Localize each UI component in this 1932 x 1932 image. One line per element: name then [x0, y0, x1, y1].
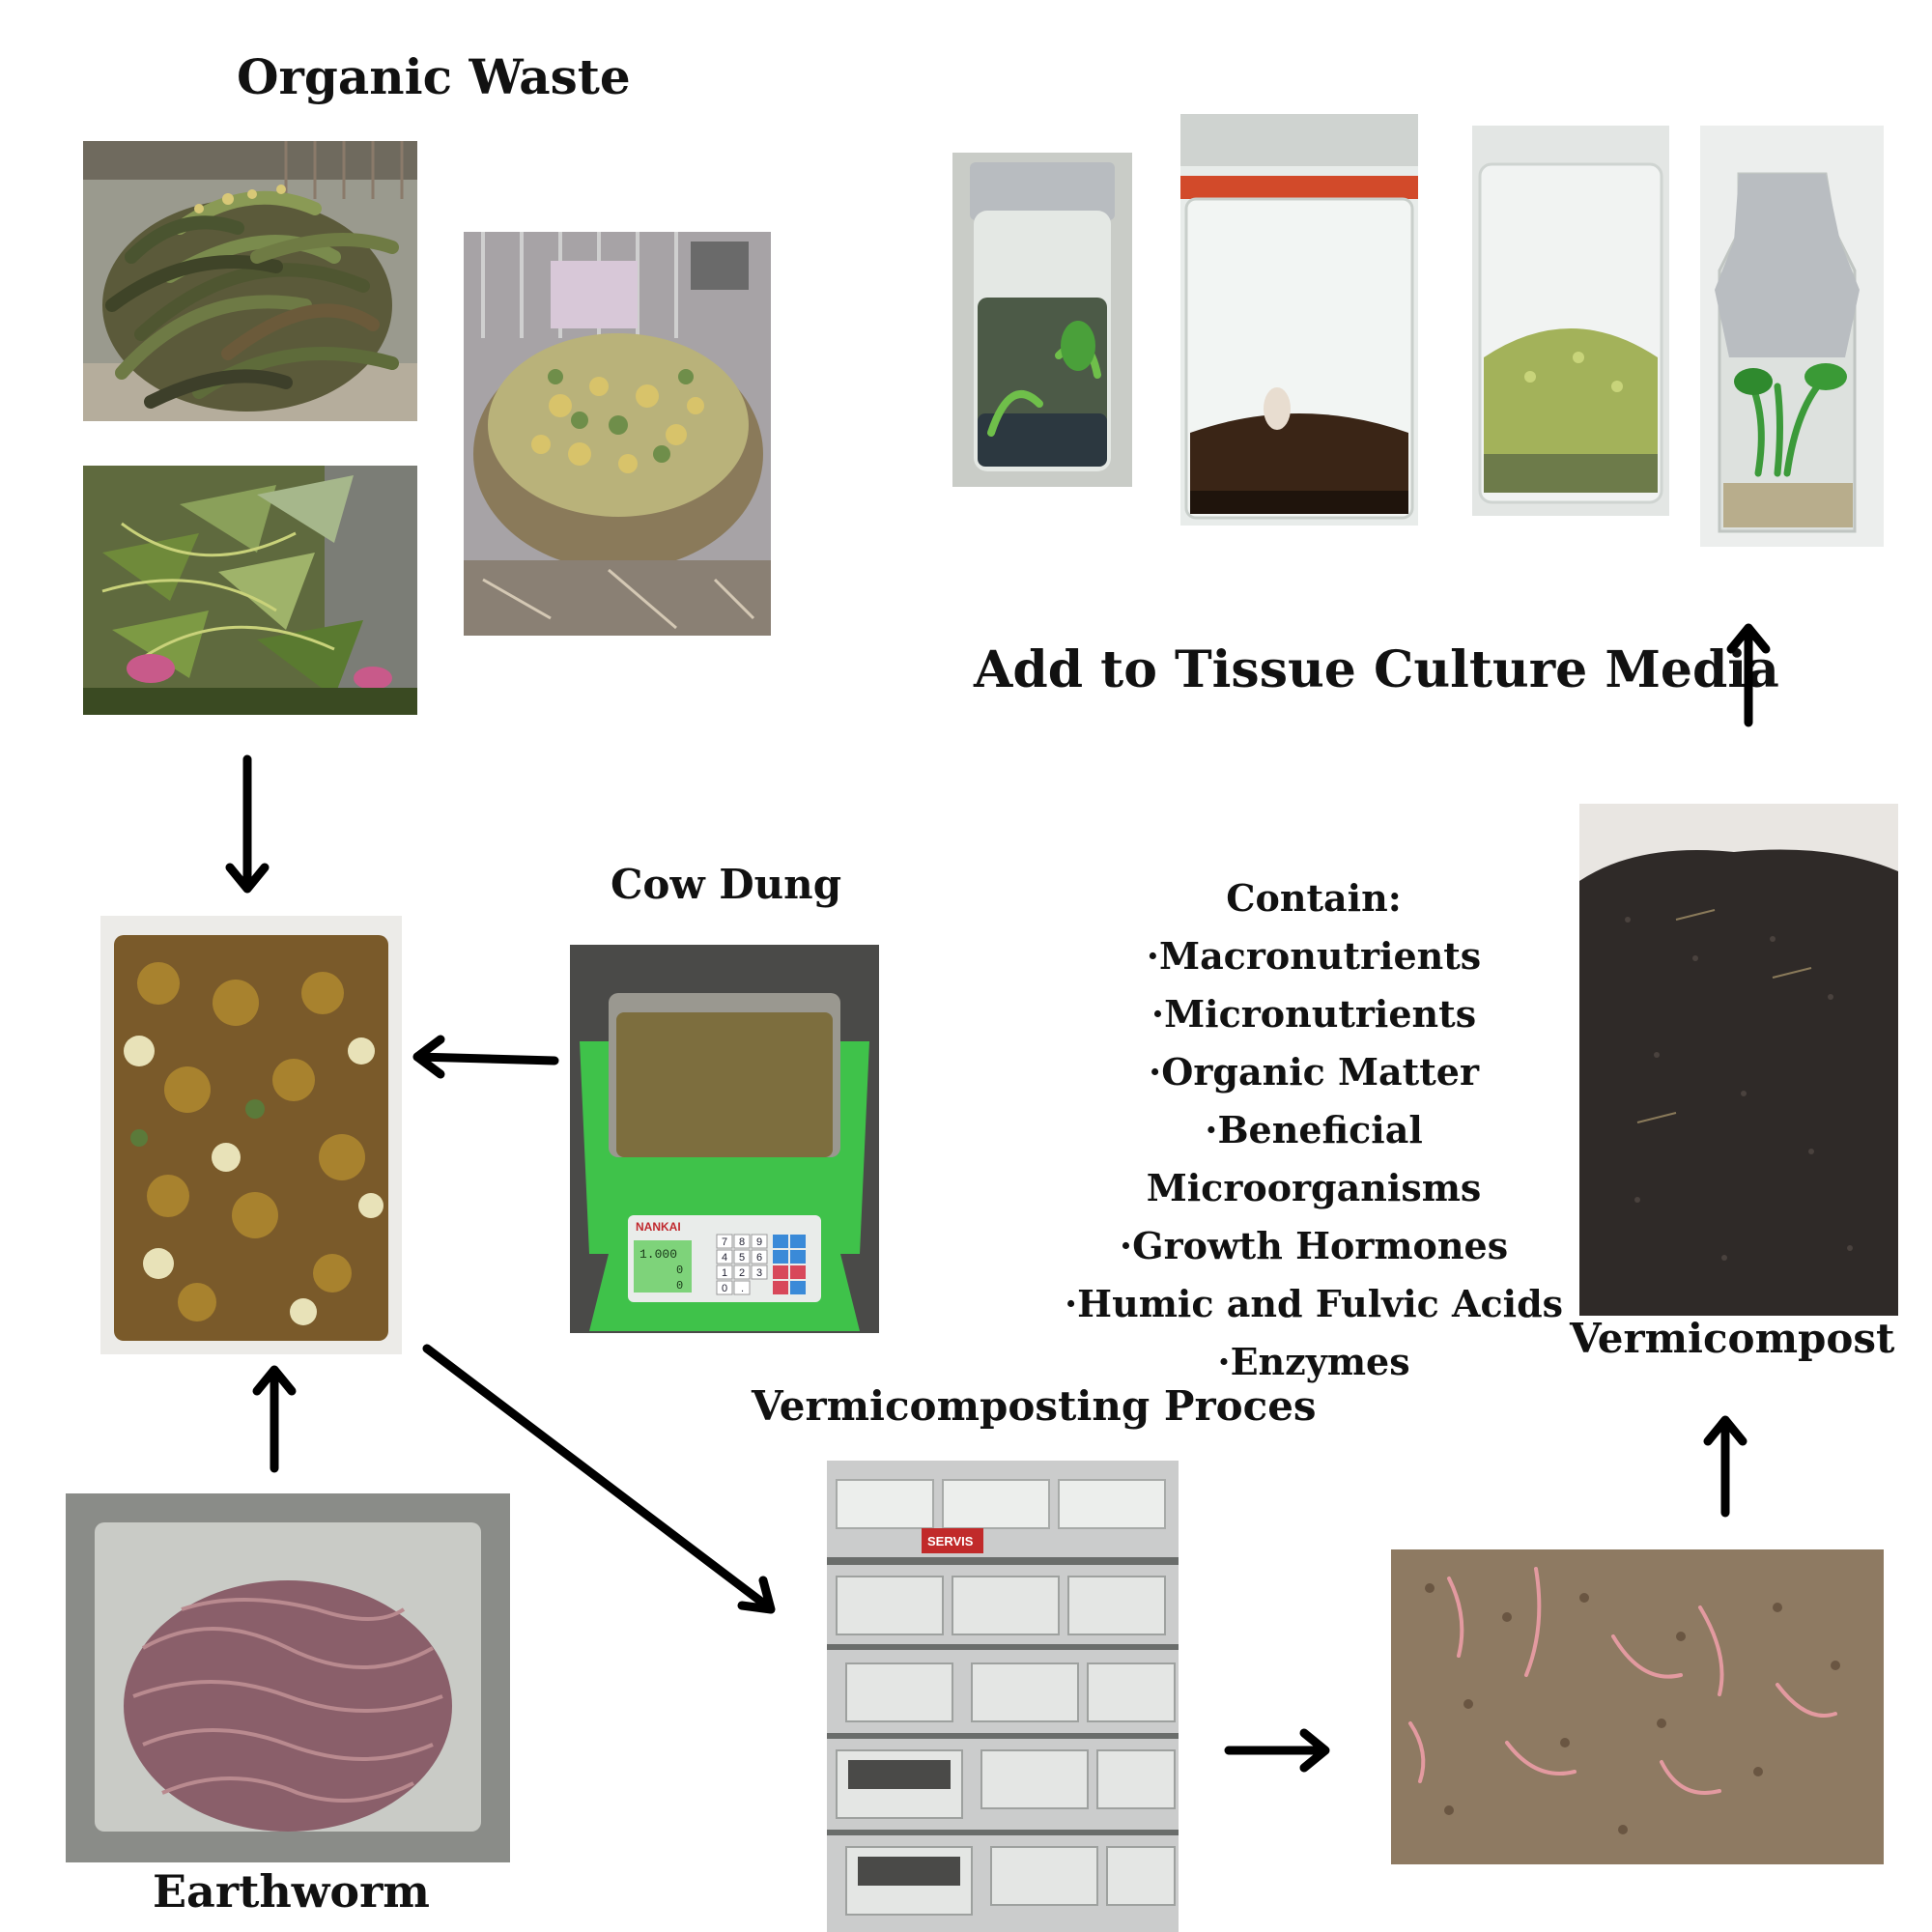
scale-key: 5: [739, 1252, 745, 1264]
culture-jar-1-photo: [952, 153, 1132, 487]
culture-bottle-4-photo: [1700, 126, 1884, 547]
scale-key: 0: [722, 1283, 727, 1294]
nutrient-item: Humic and Fulvic Acids: [1043, 1275, 1584, 1333]
scale-weight: 1.000: [639, 1247, 677, 1262]
nutrient-item: Macronutrients: [1043, 927, 1584, 985]
scale-key: 3: [756, 1267, 762, 1279]
tray-sign: SERVIS: [927, 1534, 974, 1548]
scale-key: 8: [739, 1236, 745, 1248]
vegetable-peels-photo: [464, 232, 771, 636]
worms-in-compost-photo: [1391, 1549, 1884, 1864]
scale-key: 1: [722, 1267, 727, 1279]
arrow-up-vermicompost: [1703, 1415, 1747, 1518]
scale-key: 6: [756, 1252, 762, 1264]
scale-key: 7: [722, 1236, 727, 1248]
tissue-culture-label: Add to Tissue Culture Media: [974, 640, 1779, 699]
nutrient-item: Organic Matter: [1043, 1043, 1584, 1101]
scale-key: .: [741, 1283, 744, 1294]
nutrient-heading: Contain:: [1226, 876, 1402, 920]
culture-jar-3-photo: [1472, 126, 1669, 516]
arrow-down-organic-waste: [225, 754, 270, 894]
scale-key: 4: [722, 1252, 727, 1264]
arrow-right-process: [1224, 1728, 1330, 1773]
organic-waste-label: Organic Waste: [237, 48, 631, 105]
earthworm-label: Earthworm: [153, 1865, 430, 1918]
scale-total: 0: [676, 1279, 683, 1293]
arrow-up-tissue-culture: [1726, 623, 1771, 727]
vermicompost-photo: [1579, 804, 1898, 1316]
nutrient-item: Beneficial Microorganisms: [1043, 1101, 1584, 1217]
green-leaves-photo: [83, 466, 417, 715]
arrow-up-earthworm: [252, 1365, 297, 1473]
scale-key: 9: [756, 1236, 762, 1248]
nutrient-item: Micronutrients: [1043, 985, 1584, 1043]
vermicompost-label: Vermicompost: [1570, 1315, 1895, 1362]
scale-price: 0: [676, 1264, 683, 1277]
scale-key: 2: [739, 1267, 745, 1279]
vermicomposting-process-label: Vermicomposting Proces: [752, 1382, 1317, 1430]
nutrient-list: Contain: Macronutrients Micronutrients O…: [1043, 869, 1584, 1391]
culture-jar-2-photo: [1180, 114, 1418, 526]
cow-dung-label: Cow Dung: [611, 861, 842, 908]
banana-stems-photo: [83, 141, 417, 421]
vermicomposting-racks-photo: SERVIS: [827, 1461, 1179, 1932]
mixed-waste-tray-photo: [100, 916, 402, 1354]
nutrient-item: Enzymes: [1043, 1333, 1584, 1391]
arrow-left-cow-dung: [412, 1035, 559, 1079]
nutrient-item: Growth Hormones: [1043, 1217, 1584, 1275]
arrow-diagonal-to-process: [422, 1344, 776, 1614]
cow-dung-scale-photo: NANKAI 1.000 0 0 7 8 9 4 5 6 1 2 3 0 .: [570, 945, 879, 1333]
earthworm-tub-photo: [66, 1493, 510, 1862]
scale-brand: NANKAI: [636, 1220, 681, 1234]
